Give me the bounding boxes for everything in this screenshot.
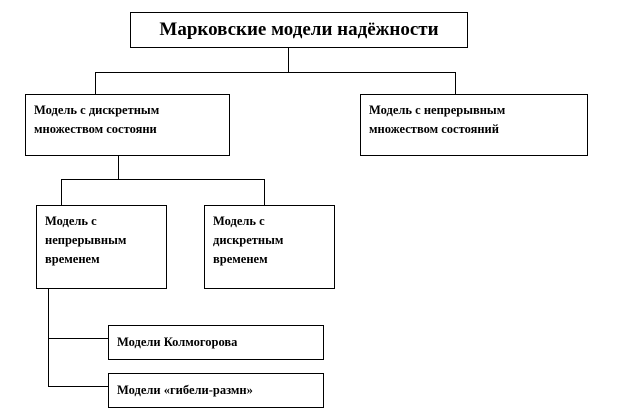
node-label-line: Модель с xyxy=(45,214,97,228)
node-birth-death-models: Модели «гибели-размн» xyxy=(108,373,324,408)
root-node-label: Марковские модели надёжности xyxy=(159,19,439,40)
node-label-line: Модель с дискретным xyxy=(34,103,160,117)
node-label-line: множеством состояни xyxy=(34,122,157,136)
node-label-line: временем xyxy=(213,252,268,266)
node-continuous-time: Модель с непрерывным временем xyxy=(36,205,167,289)
node-kolmogorov-models: Модели Колмогорова xyxy=(108,325,324,360)
node-discrete-time: Модель с дискретным временем xyxy=(204,205,335,289)
root-node-markov-reliability-models: Марковские модели надёжности xyxy=(130,12,468,48)
node-label-line: временем xyxy=(45,252,100,266)
node-label-line: дискретным xyxy=(213,233,284,247)
node-label-line: множеством состояний xyxy=(369,122,499,136)
node-discrete-state-set: Модель с дискретным множеством состояни xyxy=(25,94,230,156)
node-label: Модели «гибели-размн» xyxy=(117,383,253,397)
node-label-line: Модель с непрерывным xyxy=(369,103,506,117)
node-label-line: Модель с xyxy=(213,214,265,228)
node-label: Модели Колмогорова xyxy=(117,335,238,349)
node-label-line: непрерывным xyxy=(45,233,127,247)
node-continuous-state-set: Модель с непрерывным множеством состояни… xyxy=(360,94,588,156)
